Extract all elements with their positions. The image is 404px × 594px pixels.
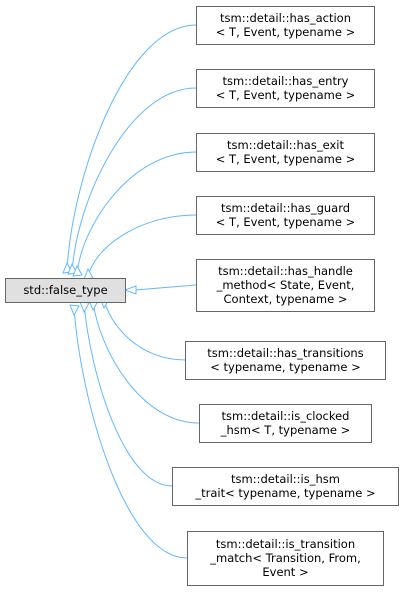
derived-class-node-label-line: tsm::detail::has_exit	[227, 138, 344, 152]
derived-class-node-label-line: _method< State, Event,	[216, 278, 355, 292]
derived-class-node[interactable]: tsm::detail::is_hsm_trait< typename, typ…	[172, 467, 399, 506]
derived-class-node-label-line: < T, Event, typename >	[216, 152, 355, 166]
inheritance-arrowhead	[83, 267, 94, 280]
derived-class-node-label-line: < T, Event, typename >	[216, 215, 355, 229]
derived-class-node-label-line: < typename, typename >	[210, 360, 361, 374]
derived-class-node[interactable]: tsm::detail::has_handle_method< State, E…	[196, 259, 375, 312]
derived-class-node[interactable]: tsm::detail::has_transitions< typename, …	[185, 341, 386, 380]
derived-class-node[interactable]: tsm::detail::has_entry< T, Event, typena…	[196, 69, 375, 108]
derived-class-node-label-line: tsm::detail::has_entry	[222, 74, 348, 88]
base-class-node-label-line: std::false_type	[23, 283, 107, 297]
derived-class-node-label-line: tsm::detail::has_transitions	[207, 346, 363, 360]
derived-class-node-rect	[196, 196, 375, 235]
derived-class-node-label-line: < T, Event, typename >	[216, 25, 355, 39]
inheritance-edge	[92, 300, 200, 424]
inheritance-arrowhead	[123, 285, 137, 295]
inheritance-arrowhead	[69, 304, 80, 317]
derived-class-node-rect	[185, 341, 386, 380]
inheritance-arrowhead	[79, 301, 90, 314]
inheritance-arrowhead	[72, 264, 83, 277]
inheritance-edge	[66, 24, 197, 273]
derived-class-node[interactable]: tsm::detail::is_clocked_hsm< T, typename…	[199, 404, 372, 443]
derived-class-node[interactable]: tsm::detail::has_guard< T, Event, typena…	[196, 196, 375, 235]
inheritance-edge	[134, 284, 197, 291]
derived-class-node-label-line: _match< Transition, From,	[209, 551, 360, 565]
derived-class-node-rect	[196, 69, 375, 108]
inheritance-edge	[83, 302, 173, 487]
inheritance-edge	[87, 214, 197, 279]
base-class-node-rect	[5, 278, 126, 303]
derived-class-node-label-line: tsm::detail::is_hsm	[231, 472, 340, 486]
derived-class-node-label-line: tsm::detail::has_action	[220, 11, 351, 25]
derived-class-node-rect	[196, 259, 375, 312]
derived-class-node[interactable]: tsm::detail::has_exit< T, Event, typenam…	[196, 133, 375, 172]
derived-class-node-label-line: _trait< typename, typename >	[194, 486, 375, 500]
derived-class-node-rect	[196, 133, 375, 172]
inheritance-edge	[71, 87, 197, 274]
derived-class-node-label-line: tsm::detail::is_clocked	[222, 409, 350, 423]
base-class-node[interactable]: std::false_type	[5, 278, 126, 303]
derived-class-node-rect	[199, 404, 372, 443]
derived-class-node-label-line: tsm::detail::has_guard	[221, 201, 350, 215]
inheritance-edge	[76, 151, 197, 276]
derived-class-node-label-line: _hsm< T, typename >	[220, 423, 350, 437]
derived-class-node-label-line: < T, Event, typename >	[216, 88, 355, 102]
inheritance-edge	[103, 298, 186, 361]
derived-class-node-label-line: Context, typename >	[224, 292, 348, 306]
derived-class-node-label-line: Event >	[262, 565, 308, 579]
derived-class-node-rect	[172, 467, 399, 506]
inheritance-edge	[73, 305, 188, 559]
derived-class-node-rect	[196, 6, 375, 45]
derived-class-node[interactable]: tsm::detail::has_action< T, Event, typen…	[196, 6, 375, 45]
derived-class-node-rect	[187, 531, 384, 586]
derived-class-node-label-line: tsm::detail::is_transition	[216, 537, 355, 551]
derived-class-node-label-line: tsm::detail::has_handle	[218, 264, 353, 278]
derived-class-node[interactable]: tsm::detail::is_transition_match< Transi…	[187, 531, 384, 586]
